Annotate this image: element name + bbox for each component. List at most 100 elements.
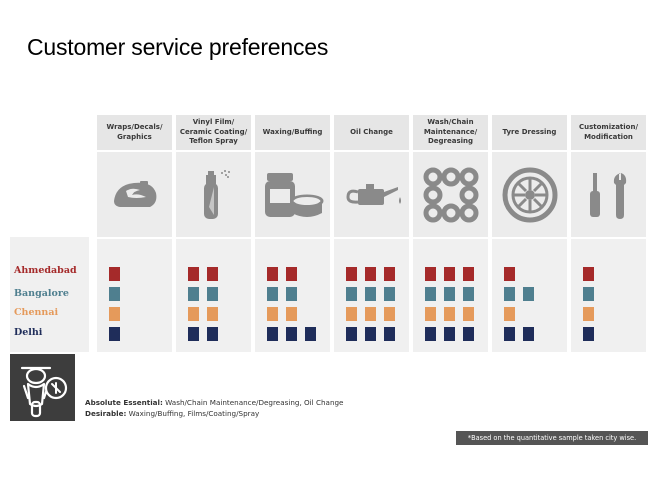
rating-square-bangalore [463,287,474,301]
rating-square-bangalore [444,287,455,301]
note-essential: Absolute Essential: Wash/Chain Maintenan… [85,398,343,407]
service-column: Wraps/Decals/ Graphics [97,115,172,352]
rating-square-chennai [463,307,474,321]
rating-square-ahmedabad [286,267,297,281]
motorcycle-tank-icon [97,152,172,237]
rating-square-chennai [504,307,515,321]
rating-square-delhi [109,327,120,341]
rating-square-bangalore [504,287,515,301]
service-label: Wash/Chain Maintenance/ Degreasing [423,118,478,146]
note-essential-text: Wash/Chain Maintenance/Degreasing, Oil C… [162,398,344,407]
rating-square-delhi [188,327,199,341]
service-header: Customization/ Modification [571,115,646,150]
motorcycle-service-icon [10,354,75,421]
rating-square-bangalore [583,287,594,301]
rating-square-delhi [523,327,534,341]
rating-square-bangalore [207,287,218,301]
note-desirable-label: Desirable: [85,409,127,418]
service-ratings [413,239,488,352]
rating-square-delhi [504,327,515,341]
rating-square-ahmedabad [425,267,436,281]
city-legend: Ahmedabad Bangalore Chennai Delhi [10,237,89,352]
service-header: Wraps/Decals/ Graphics [97,115,172,150]
service-label: Wraps/Decals/ Graphics [106,123,163,141]
rating-square-delhi [463,327,474,341]
service-label: Customization/ Modification [578,123,639,141]
service-label: Oil Change [350,127,393,136]
page-title: Customer service preferences [27,34,329,60]
rating-square-ahmedabad [267,267,278,281]
city-label-chennai: Chennai [14,307,59,318]
note-essential-label: Absolute Essential: [85,398,163,407]
oil-can-icon [334,152,409,237]
city-label-bangalore: Bangalore [14,288,69,299]
service-header: Wash/Chain Maintenance/ Degreasing [413,115,488,150]
service-label: Vinyl Film/ Ceramic Coating/ Teflon Spra… [179,118,248,146]
service-column: Waxing/Buffing [255,115,330,352]
rating-square-delhi [384,327,395,341]
rating-square-delhi [267,327,278,341]
rating-square-bangalore [286,287,297,301]
rating-square-bangalore [346,287,357,301]
rating-square-delhi [207,327,218,341]
rating-square-bangalore [425,287,436,301]
wax-jars-icon [255,152,330,237]
rating-square-delhi [583,327,594,341]
footnote: *Based on the quantitative sample taken … [456,431,648,445]
service-ratings [176,239,251,352]
tyre-icon [492,152,567,237]
rating-square-chennai [365,307,376,321]
service-header: Oil Change [334,115,409,150]
rating-square-chennai [444,307,455,321]
rating-square-ahmedabad [384,267,395,281]
note-desirable: Desirable: Waxing/Buffing, Films/Coating… [85,409,259,418]
service-header: Tyre Dressing [492,115,567,150]
service-ratings [492,239,567,352]
rating-square-ahmedabad [207,267,218,281]
service-column: Wash/Chain Maintenance/ Degreasing [413,115,488,352]
rating-square-chennai [286,307,297,321]
service-ratings [97,239,172,352]
rating-square-bangalore [384,287,395,301]
rating-square-delhi [444,327,455,341]
service-ratings [334,239,409,352]
rating-square-ahmedabad [583,267,594,281]
service-column: Customization/ Modification [571,115,646,352]
rating-square-ahmedabad [504,267,515,281]
service-header: Vinyl Film/ Ceramic Coating/ Teflon Spra… [176,115,251,150]
rating-square-ahmedabad [463,267,474,281]
tools-icon [571,152,646,237]
rating-square-chennai [346,307,357,321]
rating-square-delhi [365,327,376,341]
service-ratings [571,239,646,352]
note-desirable-text: Waxing/Buffing, Films/Coating/Spray [126,409,260,418]
spray-can-icon [176,152,251,237]
rating-square-delhi [305,327,316,341]
rating-square-chennai [188,307,199,321]
rating-square-bangalore [365,287,376,301]
service-column: Tyre Dressing [492,115,567,352]
rating-square-ahmedabad [109,267,120,281]
rating-square-bangalore [523,287,534,301]
rating-square-chennai [425,307,436,321]
rating-square-delhi [346,327,357,341]
service-column: Oil Change [334,115,409,352]
rating-square-chennai [384,307,395,321]
rating-square-ahmedabad [188,267,199,281]
rating-square-bangalore [109,287,120,301]
city-label-delhi: Delhi [14,327,43,338]
city-label-ahmedabad: Ahmedabad [14,265,77,276]
rating-square-chennai [109,307,120,321]
service-column: Vinyl Film/ Ceramic Coating/ Teflon Spra… [176,115,251,352]
rating-square-delhi [425,327,436,341]
rating-square-ahmedabad [444,267,455,281]
rating-square-bangalore [188,287,199,301]
rating-square-ahmedabad [365,267,376,281]
rating-square-bangalore [267,287,278,301]
service-label: Tyre Dressing [502,127,557,136]
service-header: Waxing/Buffing [255,115,330,150]
rating-square-chennai [267,307,278,321]
rating-square-ahmedabad [346,267,357,281]
rating-square-chennai [207,307,218,321]
rating-square-chennai [583,307,594,321]
